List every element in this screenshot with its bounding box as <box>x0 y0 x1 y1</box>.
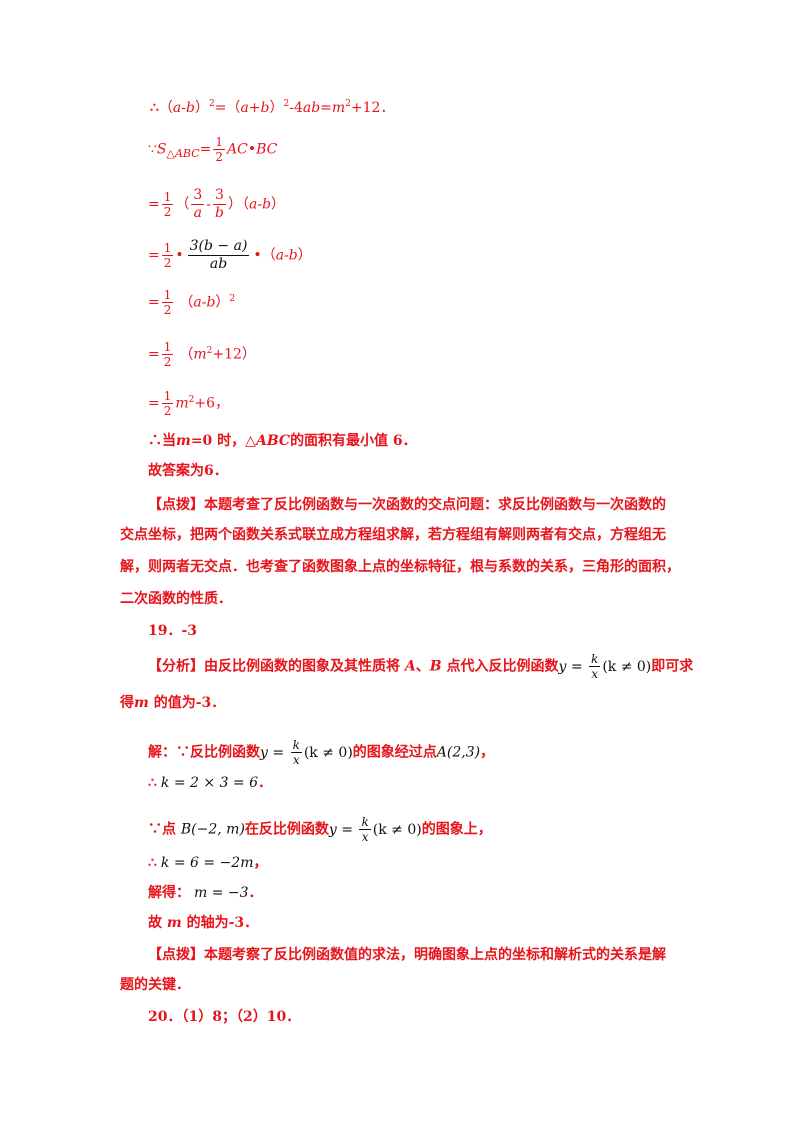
q20-header: 20．（1）8；（2）10． <box>148 1009 301 1025</box>
q19-analysis-line2: 得m 的值为-3． <box>120 695 226 711</box>
dianbo-19-line1: 【点拨】本题考察了反比例函数值的求法，明确图象上点的坐标和解析式的关系是解 <box>148 947 666 963</box>
line-min-conclusion: ∴当m=0 时，△ABC的面积有最小值 6． <box>148 433 417 449</box>
q19-solution-line4: ∴k = 6 = −2m， <box>148 855 268 871</box>
dianbo-18-line4: 二次函数的性质． <box>120 591 232 607</box>
dianbo-19-line2: 题的关键． <box>120 977 190 993</box>
dianbo-18-line3: 解，则两者无交点．也考查了函数图象上点的坐标特征，根与系数的关系，三角形的面积， <box>120 559 680 575</box>
q19-solution-line6: 故 m 的轴为-3． <box>148 915 259 931</box>
line-answer-18: 故答案为6． <box>148 463 228 479</box>
q19-header: 19．-3 <box>148 623 198 639</box>
dianbo-18-line1: 【点拨】本题考查了反比例函数与一次函数的交点问题：求反比例函数与一次函数的 <box>148 497 666 513</box>
line-ab-squared: ∴（a-b）2=（a+b）2-4ab=m2+12． <box>150 99 395 116</box>
fraction-3b-minus-a-over-ab: 3(b − a)ab <box>187 238 250 272</box>
q19-solution-line5: 解得：m = −3． <box>148 885 263 901</box>
dianbo-18-line2: 交点坐标，把两个函数关系式联立成方程组求解，若方程组有解则两者有交点，方程组无 <box>120 527 666 543</box>
q19-solution-line2: ∴k = 2 × 3 = 6． <box>148 775 273 791</box>
